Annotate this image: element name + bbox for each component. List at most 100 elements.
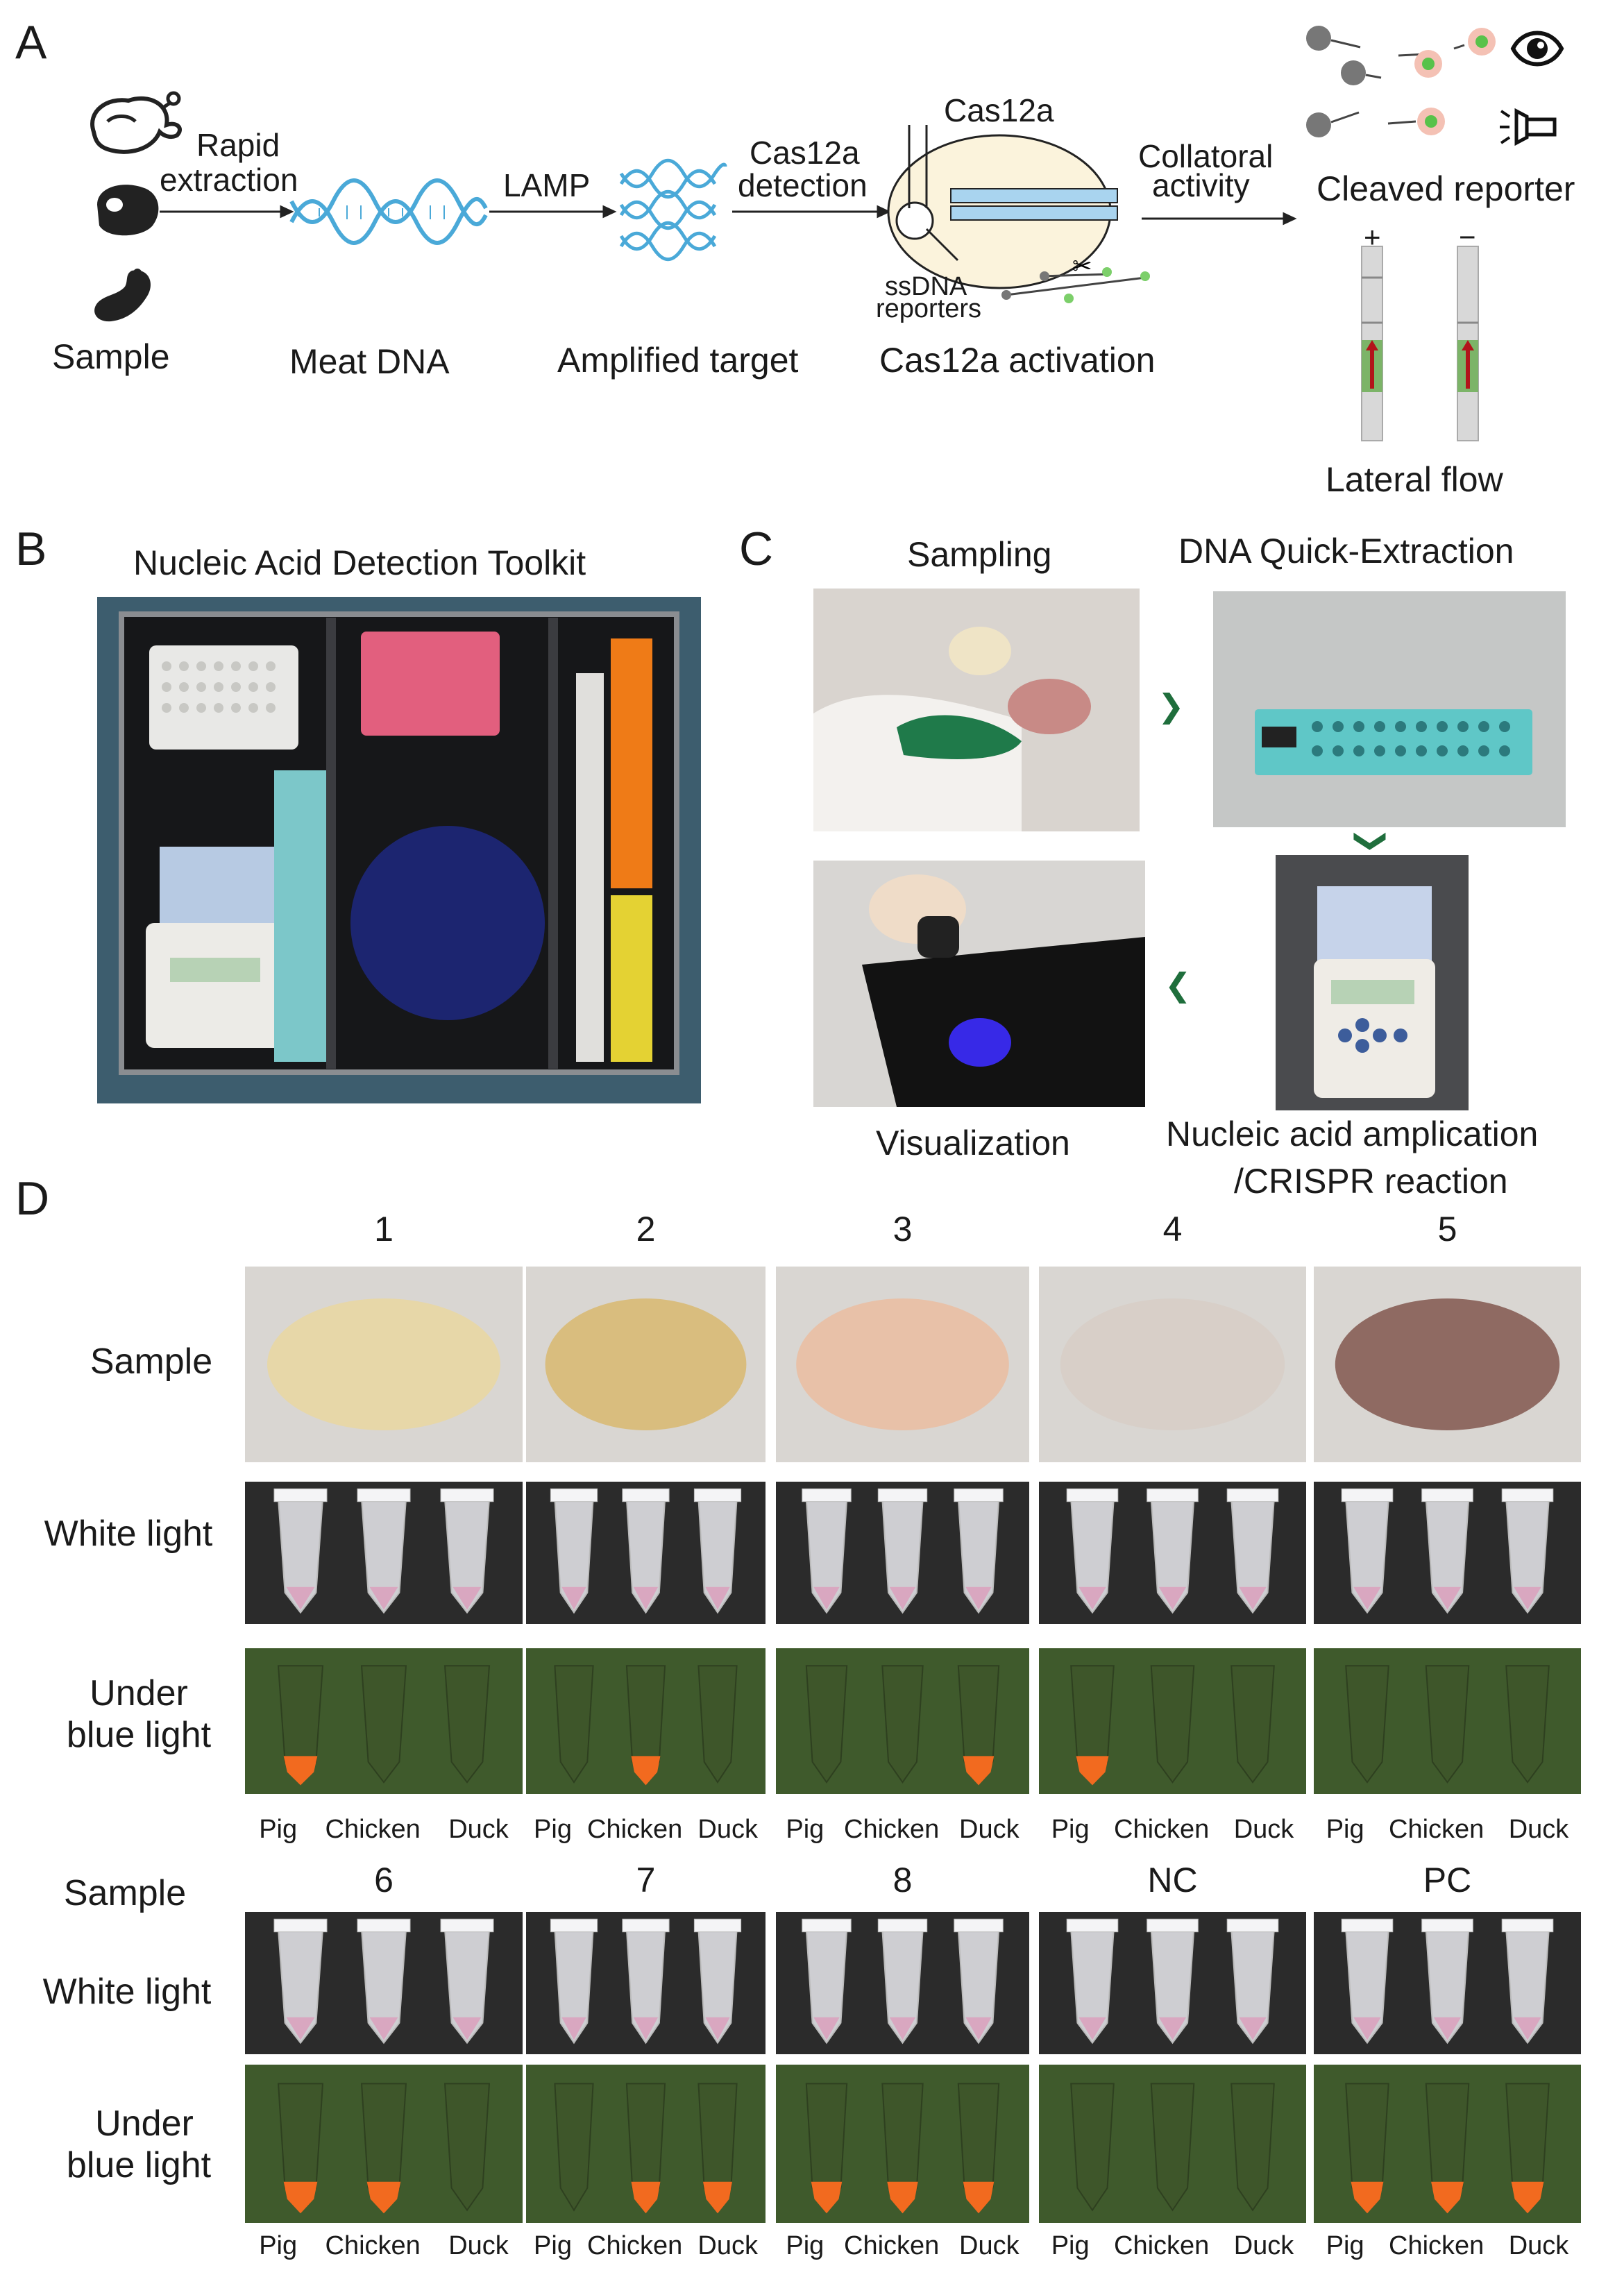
tube-label-chicken: Chicken [587, 2231, 683, 2260]
arrow-label-collatoral: Collatoral [1138, 138, 1274, 174]
lateral-flow-strip-positive [1361, 246, 1383, 441]
amplification-device-illustration [1276, 855, 1469, 1110]
cas12a-label: Cas12a [944, 92, 1054, 128]
tube-label-duck: Duck [1508, 2231, 1569, 2260]
tube-label-duck: Duck [697, 2231, 758, 2260]
white-light-photo-columns_bottom-2 [776, 1912, 1029, 2054]
sampling-illustration [813, 589, 1140, 831]
amplification-device-photo [1276, 855, 1469, 1110]
tube-label-chicken: Chicken [844, 1815, 940, 1844]
column-number-columns_top-4: 5 [1437, 1210, 1457, 1248]
tube-label-pig: Pig [534, 2231, 572, 2260]
step-label-amplification-2: /CRISPR reaction [1234, 1162, 1508, 1201]
lateral-flow-label: Lateral flow [1326, 460, 1503, 499]
step-label-sampling: Sampling [907, 535, 1052, 574]
tube-label-pig: Pig [786, 1815, 824, 1844]
blue-light-photo-columns_bottom-2 [776, 2065, 1029, 2223]
tube-label-pig: Pig [1326, 2231, 1364, 2260]
toolkit-title: Nucleic Acid Detection Toolkit [133, 543, 586, 582]
step-label-amplified-target: Amplified target [557, 341, 799, 380]
panel-letter-d: D [15, 1172, 50, 1225]
ssdna-label: ssDNA [885, 272, 967, 301]
chevron-right-icon: ❯ [1158, 688, 1185, 724]
strip-minus-label: − [1459, 221, 1476, 253]
blue-light-photo-columns_top-3 [1039, 1648, 1306, 1794]
tube-label-pig: Pig [1051, 2231, 1090, 2260]
arrow-label-activity: activity [1152, 167, 1250, 203]
tube-label-chicken: Chicken [1389, 1815, 1485, 1844]
column-number-columns_bottom-3: NC [1147, 1861, 1198, 1899]
tube-label-pig: Pig [259, 1815, 298, 1844]
row-label-blue-light-top: blue light [66, 1715, 212, 1755]
column-number-columns_top-0: 1 [374, 1210, 394, 1248]
tube-label-pig: Pig [786, 2231, 824, 2260]
sample-photo-1 [245, 1267, 523, 1462]
tube-label-pig: Pig [1051, 1815, 1090, 1844]
blue-light-photo-columns_top-1 [526, 1648, 766, 1794]
toolkit-photo [97, 597, 701, 1103]
eye-icon [1510, 31, 1564, 67]
tube-label-chicken: Chicken [1114, 1815, 1210, 1844]
sample-photo-2 [526, 1267, 766, 1462]
column-number-columns_bottom-2: 8 [893, 1861, 913, 1899]
reporters-label: reporters [876, 294, 982, 323]
extraction-device-illustration [1213, 591, 1566, 827]
chevron-left-icon: ❮ [1165, 967, 1192, 1003]
panel-letter-b: B [15, 523, 47, 575]
blue-light-photo-columns_top-4 [1314, 1648, 1581, 1794]
cleaved-reporter-icons [1306, 26, 1496, 137]
dna-helix-icon [289, 178, 488, 245]
sampling-photo [813, 589, 1140, 831]
arrow-label-cas12a: Cas12a [750, 135, 860, 171]
cleaved-reporter-label: Cleaved reporter [1317, 169, 1575, 208]
column-number-columns_top-1: 2 [636, 1210, 656, 1248]
tube-label-duck: Duck [697, 1815, 758, 1844]
tube-label-chicken: Chicken [325, 1815, 421, 1844]
white-light-photo-columns_top-1 [526, 1482, 766, 1624]
amplified-dna-icon [619, 158, 727, 262]
row-label-white-light-bottom: White light [42, 1972, 212, 2012]
arrow-label-detection: detection [738, 167, 868, 203]
step-label-visualization: Visualization [876, 1124, 1070, 1162]
white-light-photo-columns_bottom-0 [245, 1912, 523, 2054]
arrow-label-lamp: LAMP [503, 167, 591, 203]
lateral-flow-strip-negative [1457, 246, 1479, 441]
tube-label-chicken: Chicken [325, 2231, 421, 2260]
panel-a-diagram: ✂ [90, 26, 1564, 441]
column-number-columns_bottom-1: 7 [636, 1861, 656, 1899]
row-label-sample-top: Sample [90, 1341, 213, 1382]
tube-label-pig: Pig [1326, 1815, 1364, 1844]
steak-icon [97, 185, 159, 236]
blue-light-photo-columns_top-2 [776, 1648, 1029, 1794]
column-number-columns_bottom-0: 6 [374, 1861, 394, 1899]
white-light-photo-columns_top-3 [1039, 1482, 1306, 1624]
visualization-illustration [813, 861, 1145, 1107]
blue-light-photo-columns_bottom-4 [1314, 2065, 1581, 2223]
chicken-icon [90, 91, 182, 154]
tube-label-row-columns_bottom-1: Pig Chicken Duck [526, 2231, 766, 2261]
blue-light-photo-columns_bottom-0 [245, 2065, 523, 2223]
column-number-columns_bottom-4: PC [1423, 1861, 1472, 1899]
column-number-columns_top-2: 3 [893, 1210, 913, 1248]
row-label-under-top: Under [90, 1673, 188, 1713]
tube-label-duck: Duck [1233, 2231, 1294, 2260]
visualization-photo [813, 861, 1145, 1107]
extraction-device-photo [1213, 591, 1566, 827]
tube-label-duck: Duck [959, 1815, 1020, 1844]
panel-letter-a: A [15, 16, 47, 69]
white-light-photo-columns_bottom-4 [1314, 1912, 1581, 2054]
panel-letter-c: C [739, 523, 774, 575]
tube-label-chicken: Chicken [587, 1815, 683, 1844]
flashlight-icon [1500, 108, 1557, 146]
cas12a-complex: ✂ [887, 125, 1150, 303]
step-label-cas12a-activation: Cas12a activation [879, 341, 1156, 380]
white-light-photo-columns_top-0 [245, 1482, 523, 1624]
white-light-photo-columns_top-2 [776, 1482, 1029, 1624]
